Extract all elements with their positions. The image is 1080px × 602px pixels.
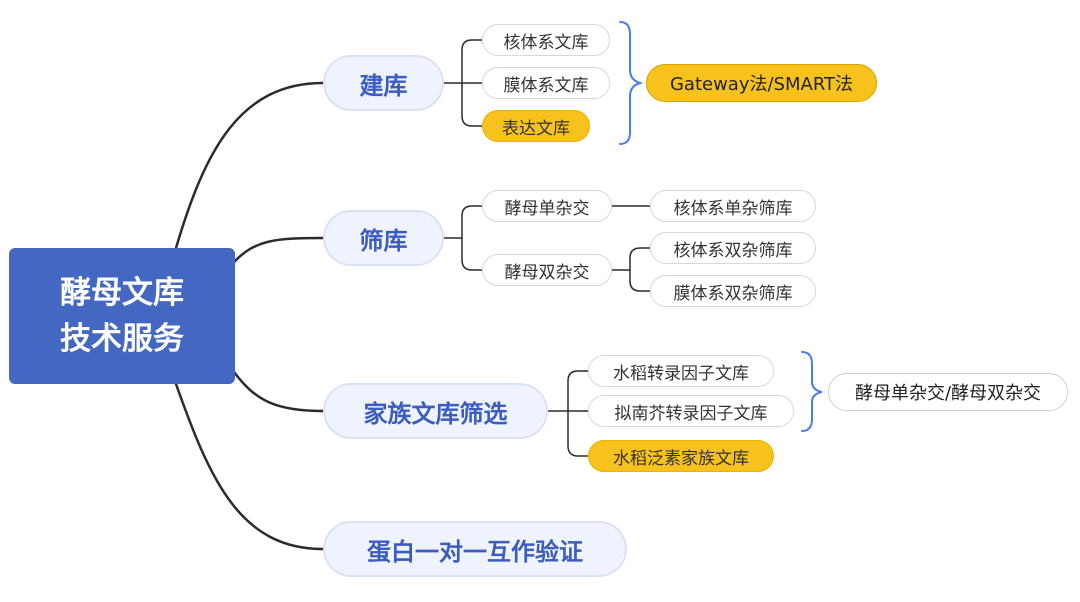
- root-title-line2: 技术服务: [60, 321, 184, 357]
- connector-root-to-library-screening: [232, 236, 325, 264]
- leaf-label: 表达文库: [502, 118, 570, 139]
- branch-family-library-screening[interactable]: 家族文库筛选: [323, 383, 548, 439]
- root-title-line1: 酵母文库: [60, 275, 184, 311]
- bracket-family-screening: [801, 351, 823, 432]
- leaf-yeast-one-hybrid[interactable]: 酵母单杂交: [482, 190, 612, 222]
- leaf-label: 水稻转录因子文库: [613, 363, 749, 384]
- leaf-label: 水稻泛素家族文库: [613, 448, 749, 469]
- badge-label: 酵母单杂交/酵母双杂交: [854, 383, 1042, 404]
- leaf-rice-tf-library[interactable]: 水稻转录因子文库: [588, 355, 774, 387]
- connector-root-to-validation: [174, 382, 325, 551]
- root-node[interactable]: 酵母文库 技术服务: [9, 248, 235, 384]
- bracket-library-building: [619, 21, 644, 145]
- leaf-expression-library[interactable]: 表达文库: [482, 110, 590, 142]
- leaf-membrane-library[interactable]: 膜体系文库: [482, 67, 610, 99]
- badge-label: Gateway法/SMART法: [669, 74, 854, 95]
- method-badge-hybrid-systems[interactable]: 酵母单杂交/酵母双杂交: [828, 373, 1068, 411]
- branch-protein-interaction-validation[interactable]: 蛋白一对一互作验证: [323, 521, 627, 577]
- leaf-nuclear-single-screening[interactable]: 核体系单杂筛库: [650, 190, 816, 222]
- leaf-label: 拟南芥转录因子文库: [614, 403, 768, 424]
- branch-label: 建库: [359, 71, 408, 100]
- leaf-rice-ubiquitin-library[interactable]: 水稻泛素家族文库: [588, 440, 774, 472]
- branch-label: 蛋白一对一互作验证: [367, 537, 583, 566]
- branch-library-building[interactable]: 建库: [323, 55, 444, 111]
- method-badge-gateway-smart[interactable]: Gateway法/SMART法: [646, 64, 877, 102]
- leaf-label: 核体系双杂筛库: [673, 240, 793, 261]
- branch-label: 筛库: [359, 226, 408, 255]
- connector-root-to-library-building: [174, 81, 325, 250]
- branch-library-screening[interactable]: 筛库: [323, 210, 444, 266]
- leaf-nuclear-double-screening[interactable]: 核体系双杂筛库: [650, 232, 816, 264]
- leaf-nuclear-library[interactable]: 核体系文库: [482, 24, 610, 56]
- leaf-label: 膜体系双杂筛库: [673, 283, 793, 304]
- leaf-arabidopsis-tf-library[interactable]: 拟南芥转录因子文库: [588, 395, 794, 427]
- leaf-label: 酵母双杂交: [504, 262, 590, 283]
- leaf-label: 核体系文库: [503, 32, 589, 53]
- connector-root-to-family-screening: [232, 370, 325, 413]
- leaf-yeast-two-hybrid[interactable]: 酵母双杂交: [482, 254, 612, 286]
- branch-label: 家族文库筛选: [363, 399, 508, 428]
- leaf-membrane-double-screening[interactable]: 膜体系双杂筛库: [650, 275, 816, 307]
- leaf-label: 核体系单杂筛库: [673, 198, 793, 219]
- leaf-label: 膜体系文库: [503, 75, 589, 96]
- leaf-label: 酵母单杂交: [504, 198, 590, 219]
